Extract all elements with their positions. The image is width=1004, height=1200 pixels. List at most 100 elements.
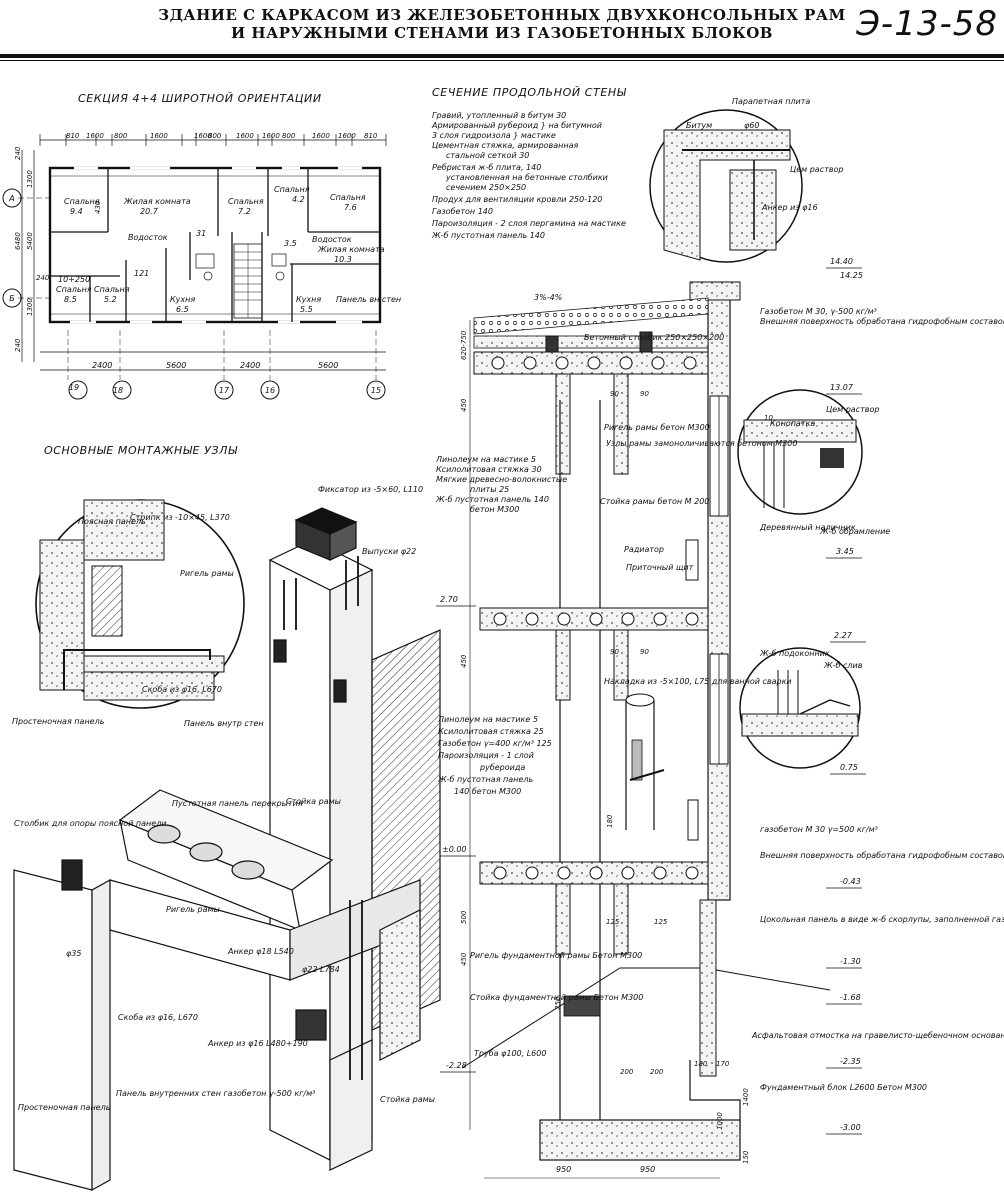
wall-dimensions: 620-750 450 90 90 450 90 90 180 125 125 … [460,330,773,1174]
wall-label: Ригель рамы бетон М300 [604,423,710,432]
mark-label: 3.5 [284,239,297,248]
plan-labels: 19 18 17 16 15 А Б 810 1600 800 1600 160… [8,132,401,395]
dim-label: 800 [114,132,128,140]
legend-line: Пароизоляция - 2 слоя пергамина на масти… [432,219,626,228]
elevation: 2.70 [440,595,458,604]
wall-label: Конопатка [770,419,815,428]
node-label: Стойка рамы [380,1095,435,1104]
axonometric-assembly [13,507,441,1192]
room-area: 7.2 [238,207,251,216]
mark-label: 10+250 [58,275,90,284]
dim-label: 1600 [150,132,168,140]
wall-label: Цокольная панель в виде ж-б скорлупы, за… [760,915,1004,924]
node-label: Стойка рамы [286,797,341,806]
node-label: Ригель рамы [180,569,234,578]
elevation: 14.40 [830,257,853,266]
node-label: Ригель рамы [166,905,220,914]
axis-label: Б [9,294,15,303]
legend-line: рубероида [479,763,525,772]
floor-plan [2,134,387,400]
drawing-code: Э-13-58 [856,4,998,44]
legend-line: Ж-б пустотная панель 140 [431,231,545,240]
legend-line: Линолеум на мастике 5 [435,455,536,464]
room-area: 8.5 [64,295,77,304]
node-label: Скоба из φ16, L670 [142,685,222,694]
vodostok-label: Водосток [128,233,168,242]
node-label: Фиксатор из -5×60, L110 [318,485,423,494]
vodostok-label: Водосток [312,235,352,244]
dim-label: 1600 [236,132,254,140]
dim-label: 5400 [26,232,34,250]
elevation: 2.27 [834,631,853,640]
elevation: -2.35 [840,1057,861,1066]
mark-label: 121 [134,269,149,278]
node-label: Столбик для опоры поясной панели [14,819,167,828]
dim-label: 1600 [86,132,104,140]
wall-label: Асфальтовая отмостка на гравелисто-щебен… [751,1031,1004,1040]
wall-label: Парапетная плита [732,97,810,106]
wall-label: Приточный щит [626,563,694,572]
legend-line: Пароизоляция - 1 слой [438,751,534,760]
legend-line: Цементная стяжка, армированная [432,141,579,150]
elevation: 13.07 [830,383,854,392]
elevation: -2.28 [446,1061,467,1070]
legend-line: Линолеум на мастике 5 [437,715,538,724]
wall-label: Бетонный столбик 250×250×200 [584,333,724,342]
dim-label: 450 [460,654,468,668]
room-name: Жилая комната [317,245,385,254]
legend-line: Продух для вентиляции кровли 250-120 [432,195,602,204]
elevation: ±0.00 [442,845,467,854]
wall-label: Цем раствор [790,165,843,174]
node-label: φ22 L784 [302,965,340,974]
node-label: Стрипк из -10×45, L370 [130,513,230,522]
dim-label: 5600 [166,361,186,370]
legend-line: плиты 25 [470,485,509,494]
legend-line: установленная на бетонные столбики [445,173,608,182]
dim-label: 250 [554,996,562,1010]
title-line-2: И НАРУЖНЫМИ СТЕНАМИ ИЗ ГАЗОБЕТОННЫХ БЛОК… [231,24,773,42]
wall-label: Битум [686,121,712,130]
dim-label: 170 [716,1060,730,1068]
legend-line: 3 слоя гидроизола } мастике [432,131,556,140]
wall-label: Узлы рамы замоноличиваются бетоном М300 [606,439,797,448]
legend-line: Ж-б пустотная панель [437,775,533,784]
elevation: -3.00 [840,1123,861,1132]
axis-label: 19 [69,383,79,392]
legend-line: Ребристая ж-б плита, 140 [432,163,541,172]
dim-label: 1600 [312,132,330,140]
room-area: 4.2 [292,195,305,204]
wall-label: газобетон М 30 γ=500 кг/м³ [760,825,878,834]
dim-label: 1400 [742,1088,750,1106]
dim-label: 240 [36,274,50,282]
axis-label: 18 [113,386,123,395]
legend-floor-1: Линолеум на мастике 5 Ксилолитовая стяжк… [435,455,567,514]
wall-label: Ж-б слив [823,661,863,670]
node-label: Поясная панель [78,517,146,526]
section-title-wall: СЕЧЕНИЕ ПРОДОЛЬНОЙ СТЕНЫ [432,86,627,99]
node-label: Скоба из φ16, L670 [118,1013,198,1022]
dim-label: 950 [556,1165,571,1174]
node-label: Анкер φ18 L540 [227,947,294,956]
dim-label: 6480 [14,232,22,250]
dim-label: 90 [610,648,619,656]
room-area: 5.2 [104,295,117,304]
title-line-1: ЗДАНИЕ С КАРКАСОМ ИЗ ЖЕЛЕЗОБЕТОННЫХ ДВУХ… [158,6,846,24]
room-name: Спальня [330,193,366,202]
wall-label: Ж-б подоконник [759,649,830,658]
detail-circle-left: Поясная панель Стрипк из -10×45, L370 Ри… [12,499,264,728]
node-label: Простеночная панель [12,717,105,726]
wall-label: φ60 [744,121,759,130]
room-name: Кухня [170,295,195,304]
room-name: Спальня [56,285,92,294]
wall-label: Ж-б обрамление [819,527,890,536]
room-name: Спальня [94,285,130,294]
dim-label: 1600 [194,132,212,140]
dim-label: 5600 [318,361,338,370]
node-label: Анкер из φ16 L480+190 [207,1039,308,1048]
detail-circle-sill: Ж-б подоконник Ж-б слив [739,647,863,769]
legend-line: бетон М300 [470,505,519,514]
elevation: -1.30 [840,957,861,966]
legend-floor-2: Линолеум на мастике 5 Ксилолитовая стяжк… [437,715,552,796]
legend-line: 140 бетон М300 [454,787,521,796]
